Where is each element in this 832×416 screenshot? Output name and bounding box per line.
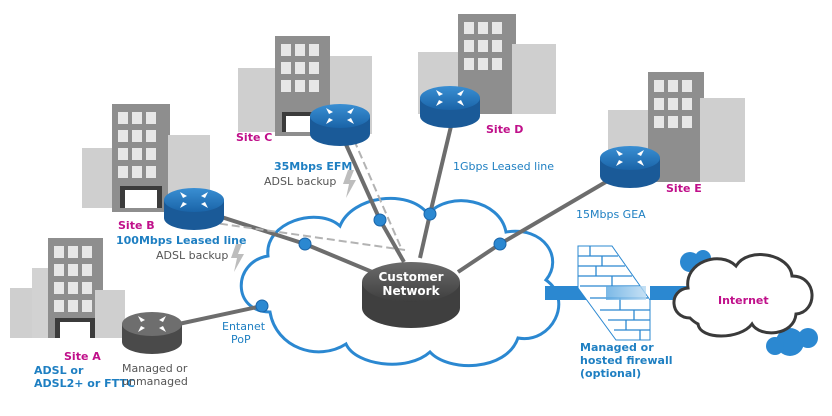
firewall-label-line1: Managed or <box>580 341 654 354</box>
hub-label-line2: Network <box>382 284 440 298</box>
pop-dots <box>255 207 507 313</box>
lightning-icon <box>231 244 244 272</box>
site-d-label: Site D <box>486 123 524 136</box>
router-icon <box>164 188 224 230</box>
router-icon <box>310 104 370 146</box>
site-a-label: Site A <box>64 350 101 363</box>
customer-network-hub <box>362 262 460 328</box>
firewall-label-line2: hosted firewall <box>580 354 673 367</box>
site-b-link-label: 100Mbps Leased line <box>116 234 247 247</box>
site-b-label: Site B <box>118 219 155 232</box>
site-e-link-label: 15Mbps GEA <box>576 208 646 221</box>
pop-label-line1: Entanet <box>222 320 266 333</box>
site-a-router-note-line1: Managed or <box>122 362 188 375</box>
router-icon <box>420 86 480 128</box>
lightning-icon <box>343 170 356 198</box>
internet-label: Internet <box>718 294 769 307</box>
router-icon <box>122 312 182 354</box>
internet-cloud <box>672 250 818 356</box>
site-a-router-note-line2: unmanaged <box>122 375 188 388</box>
pop-label-line2: PoP <box>231 333 251 346</box>
site-c-label: Site C <box>236 131 273 144</box>
site-e-label: Site E <box>666 182 702 195</box>
site-a-buildings <box>10 238 125 338</box>
site-d-link-label: 1Gbps Leased line <box>453 160 554 173</box>
site-c-link-label: 35Mbps EFM <box>274 160 353 173</box>
site-b-backup-label: ADSL backup <box>156 249 229 262</box>
site-a-link-line1: ADSL or <box>34 364 84 377</box>
router-icon <box>600 146 660 188</box>
hub-label-line1: Customer <box>378 270 444 284</box>
firewall-label-line3: (optional) <box>580 367 642 380</box>
site-d-buildings <box>418 14 556 114</box>
site-a-link-line2: ADSL2+ or FTTC <box>34 377 135 390</box>
site-c-backup-label: ADSL backup <box>264 175 337 188</box>
site-b-buildings <box>82 104 210 212</box>
firewall-icon <box>577 245 651 341</box>
